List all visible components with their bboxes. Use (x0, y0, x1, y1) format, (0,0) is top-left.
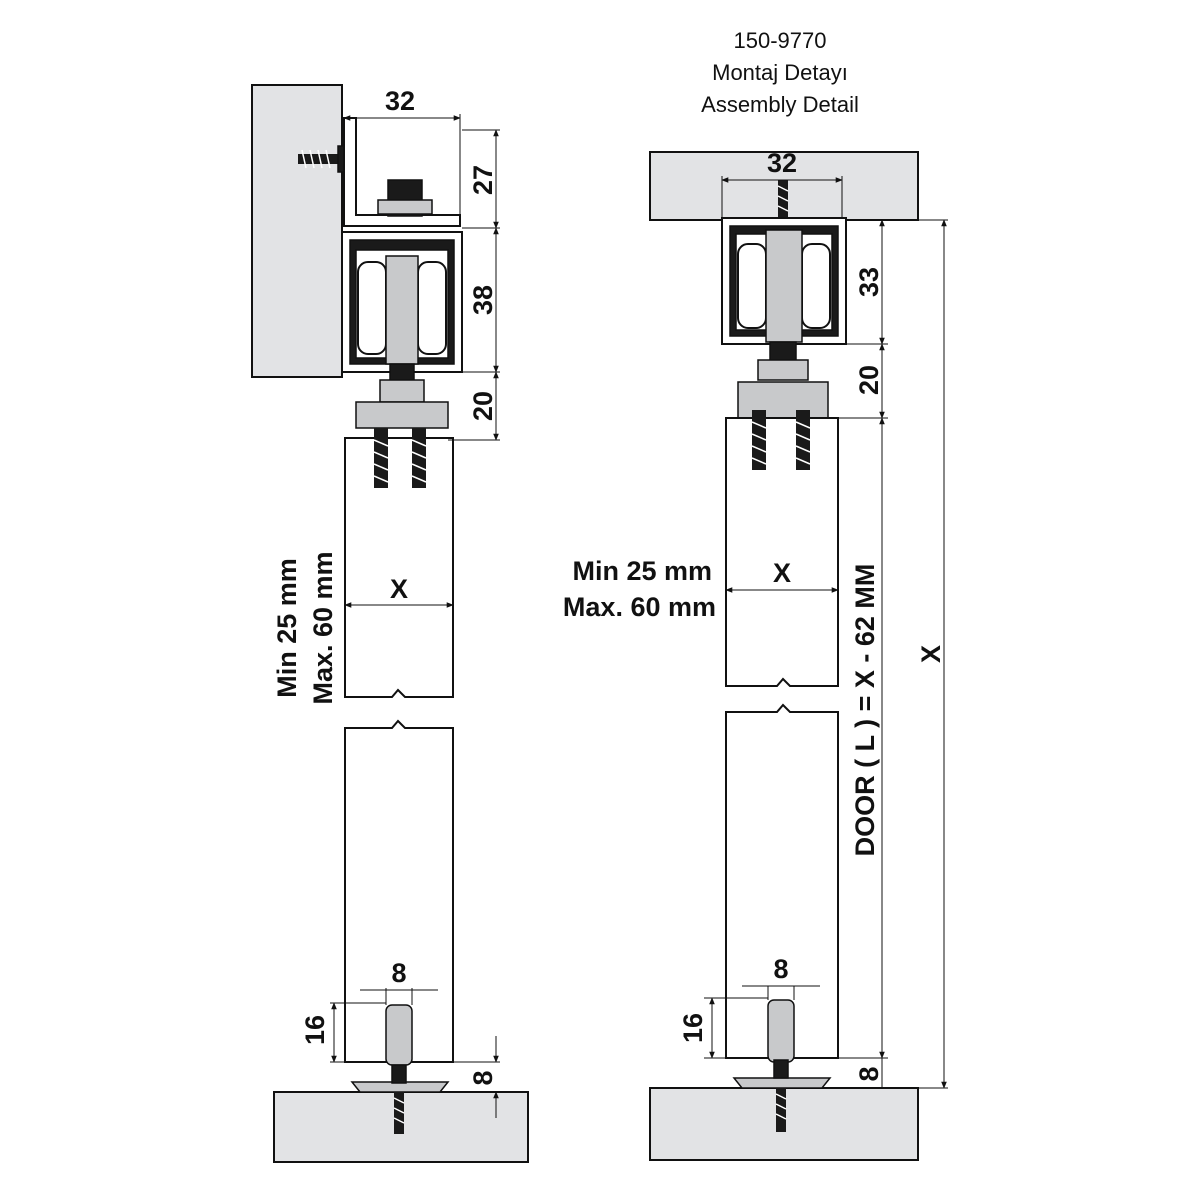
right-dim-8-side: 8 (854, 1066, 884, 1081)
title-english: Assembly Detail (701, 92, 859, 117)
left-dim-32: 32 (385, 86, 415, 116)
right-dim-32: 32 (767, 148, 797, 178)
left-dim-20: 20 (468, 391, 498, 421)
left-max-label: Max. 60 mm (308, 551, 338, 704)
left-dim-27: 27 (468, 165, 498, 195)
right-door-lower (725, 703, 839, 1059)
left-assembly: 32 27 38 20 X Min 25 mm Max. 60 mm 8 16 … (251, 84, 529, 1163)
product-code: 150-9770 (734, 28, 827, 53)
right-assembly: 32 33 20 DOOR ( L ) = X - 62 MM X X Min … (563, 148, 948, 1161)
right-max-label: Max. 60 mm (563, 592, 716, 622)
right-dim-33: 33 (854, 267, 884, 297)
left-door-upper (344, 437, 454, 698)
right-dim-8-top: 8 (773, 954, 788, 984)
left-carriage (385, 255, 419, 365)
left-floor-guide (385, 1004, 413, 1066)
left-door-screws (373, 428, 427, 488)
left-dim-8-side: 8 (468, 1070, 498, 1085)
right-door-screws (751, 410, 811, 470)
left-dim-8-top: 8 (391, 958, 406, 988)
right-dim-16: 16 (678, 1013, 708, 1043)
left-wall (251, 84, 343, 378)
right-ceiling-screw (777, 180, 789, 220)
left-floor-screw (393, 1092, 405, 1134)
left-door-lower (344, 719, 454, 1063)
left-min-label: Min 25 mm (272, 558, 302, 698)
left-dim-16: 16 (300, 1015, 330, 1045)
right-dim-x-total: X (916, 645, 946, 663)
right-hanger-bolt (757, 359, 809, 381)
left-dim-38: 38 (468, 285, 498, 315)
right-floor-screw (775, 1088, 787, 1132)
left-hanger-bolt (379, 379, 425, 403)
right-door-upper (725, 417, 839, 687)
left-roller-a (357, 261, 387, 355)
right-min-label: Min 25 mm (572, 556, 712, 586)
left-roller-b (417, 261, 447, 355)
left-dim-x: X (390, 574, 408, 604)
right-floor-guide (767, 999, 795, 1063)
right-carriage (765, 229, 803, 343)
right-dim-20: 20 (854, 365, 884, 395)
right-dim-x: X (773, 558, 791, 588)
right-roller-a (737, 243, 767, 329)
right-top-plate (737, 381, 829, 419)
right-roller-b (801, 243, 831, 329)
right-door-formula: DOOR ( L ) = X - 62 MM (850, 564, 880, 857)
title-turkish: Montaj Detayı (712, 60, 848, 85)
left-top-plate (355, 401, 449, 429)
